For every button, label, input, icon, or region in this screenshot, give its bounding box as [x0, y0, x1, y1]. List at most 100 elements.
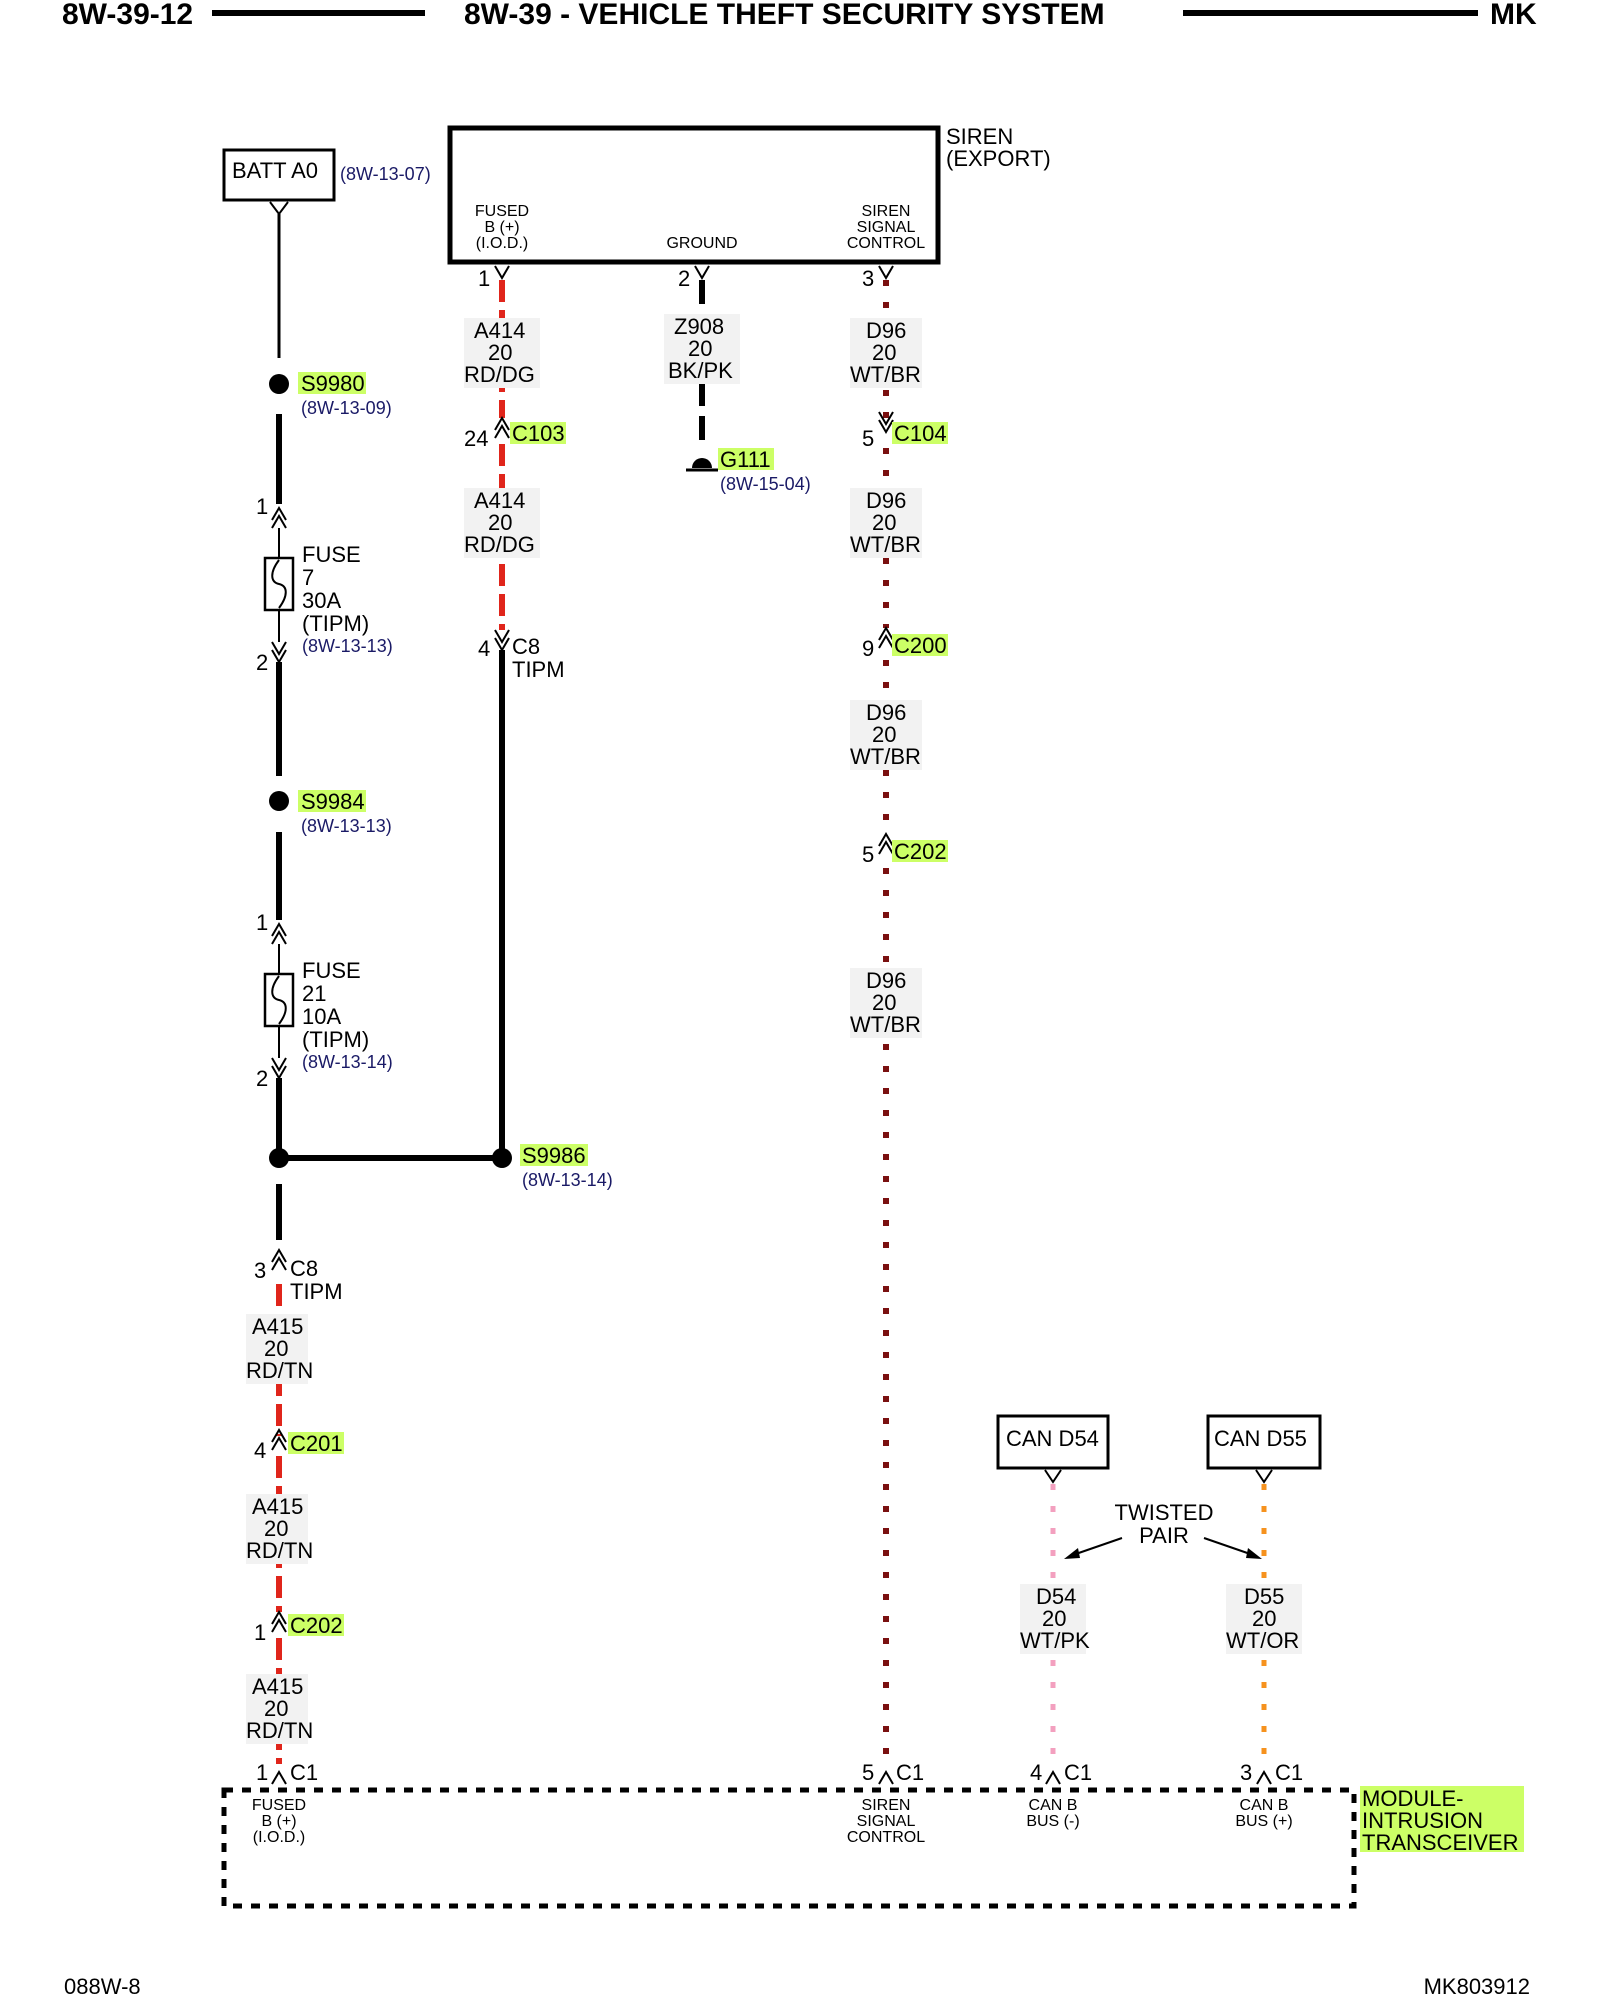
module-pin1-number: 1	[256, 1760, 268, 1785]
module-pin4-number: 4	[1030, 1760, 1042, 1785]
c201-pin: 4	[254, 1438, 266, 1463]
splice-s9984-dot	[269, 791, 289, 811]
wire-d96-3-l3: WT/BR	[850, 744, 921, 769]
c8-left-sublabel: TIPM	[290, 1279, 343, 1304]
fuse21-label-1: FUSE	[302, 958, 361, 983]
wire-a415-1-l2: 20	[264, 1336, 288, 1361]
wire-d96-label-bg-1	[850, 318, 922, 388]
module-pin5-connector-icon	[878, 1770, 894, 1785]
wire-d96-2-l3: WT/BR	[850, 532, 921, 557]
module-pin1-conn: C1	[290, 1760, 318, 1785]
c8-left-connector-icon	[271, 1248, 287, 1271]
splice-s9986-highlight	[520, 1144, 588, 1166]
module-pin4-label-2: BUS (-)	[1026, 1813, 1079, 1830]
splice-s9986-label: S9986	[522, 1143, 586, 1168]
siren-pin1-number: 1	[478, 266, 490, 291]
siren-pin2-number: 2	[678, 266, 690, 291]
arrow-right-icon	[1246, 1548, 1262, 1559]
module-title-2: INTRUSION	[1362, 1808, 1483, 1833]
page-title: 8W-39 - VEHICLE THEFT SECURITY SYSTEM	[464, 0, 1105, 31]
fuse21-connector-bottom-icon	[271, 1057, 287, 1080]
splice-s9980-dot	[269, 374, 289, 394]
wire-a415-3-l1: A415	[252, 1674, 303, 1699]
splice-s9980-label: S9980	[301, 371, 365, 396]
module-pin1-label-1: FUSED	[252, 1797, 306, 1814]
c104-connector-icon	[878, 411, 894, 434]
can-d55-label: CAN D55	[1214, 1426, 1307, 1451]
module-pin1-label-3: (I.O.D.)	[253, 1829, 305, 1846]
c104-highlight	[892, 422, 948, 444]
wire-a414-2-l3: RD/DG	[464, 532, 535, 557]
wire-d96-1-l1: D96	[866, 318, 906, 343]
fuse7-label-3: 30A	[302, 588, 341, 613]
wire-d96-2-l2: 20	[872, 510, 896, 535]
batt-a0-label: BATT A0	[232, 158, 318, 183]
twisted-pair-label-1: TWISTED	[1115, 1500, 1214, 1525]
c8-left-pin: 3	[254, 1258, 266, 1283]
fuse7-connector-bottom-icon	[271, 641, 287, 664]
wire-a415-label-bg-2	[246, 1494, 308, 1564]
module-title-highlight	[1360, 1786, 1524, 1852]
can-d55-pin-icon	[1255, 1469, 1273, 1484]
c202-right-label: C202	[894, 839, 947, 864]
siren-pin2-connector-icon	[694, 265, 710, 280]
c104-pin: 5	[862, 426, 874, 451]
siren-box	[447, 125, 941, 265]
siren-pin2-label: GROUND	[666, 235, 737, 252]
wire-a414-1-l3: RD/DG	[464, 362, 535, 387]
module-pin4-conn: C1	[1064, 1760, 1092, 1785]
wire-d96-1-l2: 20	[872, 340, 896, 365]
wire-d96-1-l3: WT/BR	[850, 362, 921, 387]
wire-a414-1-l1: A414	[474, 318, 525, 343]
module-pin1-connector-icon	[271, 1770, 287, 1785]
siren-pin1-label-3: (I.O.D.)	[476, 235, 528, 252]
c202-right-pin: 5	[862, 842, 874, 867]
splice-s9984-highlight	[298, 790, 366, 812]
wire-a415-3-l2: 20	[264, 1696, 288, 1721]
wire-a414-label-bg-2	[464, 488, 540, 558]
fuse7-ref: (8W-13-13)	[302, 636, 393, 656]
module-intrusion-transceiver: MODULE- INTRUSION TRANSCEIVER 1 C1 FUSED…	[221, 1760, 1524, 1909]
arrow-left-icon	[1064, 1548, 1080, 1559]
footer-left-code: 088W-8	[64, 1974, 141, 1999]
siren-component: SIREN (EXPORT) FUSED B (+) (I.O.D.) GROU…	[447, 124, 1051, 291]
wire-d96-label-bg-3	[850, 700, 922, 770]
c202-right-connector-icon	[878, 832, 894, 855]
c200-label: C200	[894, 633, 947, 658]
page-code-right: MK	[1490, 0, 1537, 31]
wire-d96-4-l3: WT/BR	[850, 1012, 921, 1037]
c202-left-label: C202	[290, 1613, 343, 1638]
wire-z908-l1: Z908	[674, 314, 724, 339]
wire-d96-2-l1: D96	[866, 488, 906, 513]
twisted-pair-label-2: PAIR	[1139, 1523, 1189, 1548]
c8-tipm-sublabel: TIPM	[512, 657, 565, 682]
left-branch: S9980 (8W-13-09) 1 2 FUSE 7 30A (TIPM) (…	[246, 214, 502, 1764]
c8-tipm-label: C8	[512, 634, 540, 659]
fuse21-label-2: 21	[302, 981, 326, 1006]
module-pin5-label-1: SIREN	[862, 1797, 911, 1814]
wire-d96-3-l2: 20	[872, 722, 896, 747]
can-d55-box	[1206, 1414, 1322, 1470]
wire-d96-4-l2: 20	[872, 990, 896, 1015]
c202-left-pin: 1	[254, 1620, 266, 1645]
ground-g111-label: G111	[720, 447, 771, 472]
fuse21-connector-top-icon	[271, 922, 287, 945]
wire-a415-3-l3: RD/TN	[246, 1718, 313, 1743]
module-pin3-label-1: CAN B	[1240, 1797, 1289, 1814]
wire-a414-1-l2: 20	[488, 340, 512, 365]
ground-g111-highlight	[718, 448, 774, 470]
fuse7-pin-top: 1	[256, 494, 268, 519]
c103-highlight	[510, 422, 566, 444]
splice-s9986-ref: (8W-13-14)	[522, 1170, 613, 1190]
splice-s9984-ref: (8W-13-13)	[301, 816, 392, 836]
siren-pin3-number: 3	[862, 266, 874, 291]
c8-left-label: C8	[290, 1256, 318, 1281]
siren-pin1-connector-icon	[494, 265, 510, 280]
batt-a0-ref: (8W-13-07)	[340, 164, 431, 184]
siren-pin3-label-3: CONTROL	[847, 235, 925, 252]
c103-label: C103	[512, 421, 565, 446]
ground-g111-ref: (8W-15-04)	[720, 474, 811, 494]
module-pin5-label-3: CONTROL	[847, 1829, 925, 1846]
c200-pin: 9	[862, 636, 874, 661]
